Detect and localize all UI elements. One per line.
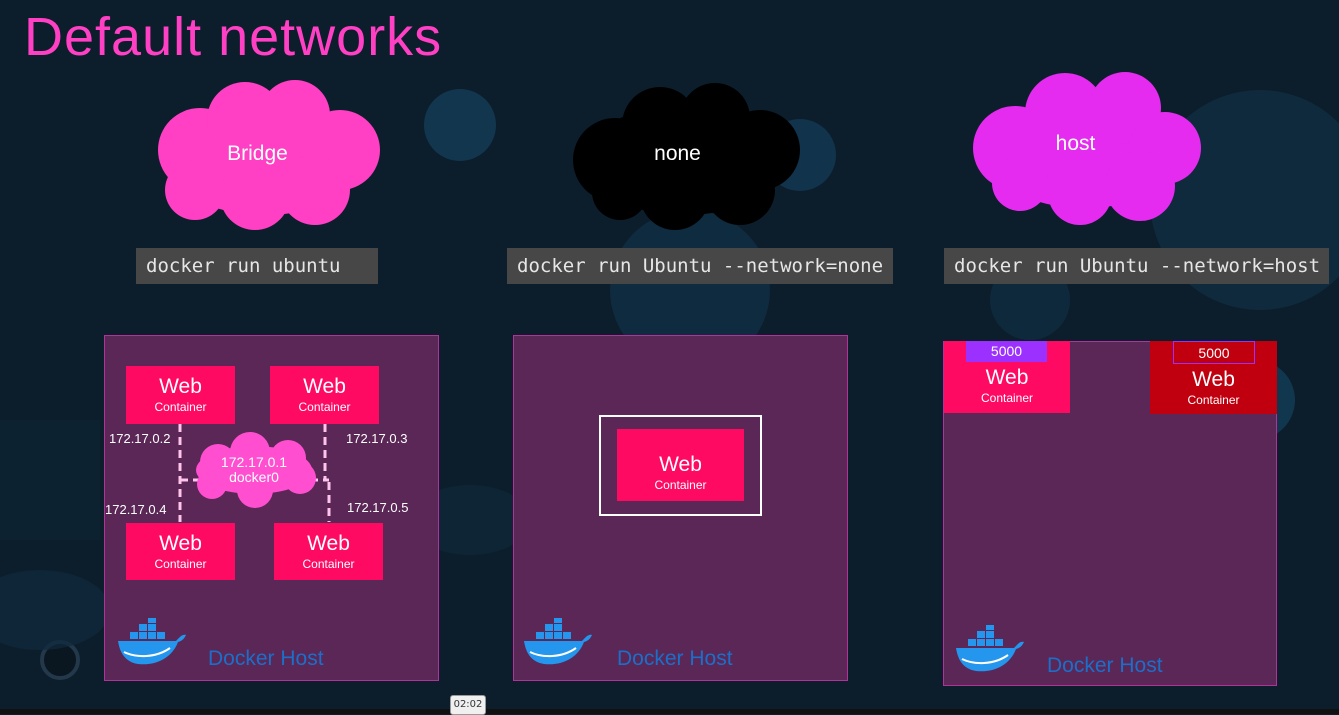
none-host-label: Docker Host: [617, 647, 733, 670]
container-title: Web: [985, 366, 1029, 389]
container-title: Web: [307, 532, 350, 555]
host-command: docker run Ubuntu --network=host: [944, 248, 1329, 284]
host-network-label: host: [1055, 132, 1096, 155]
docker0-bridge: 172.17.0.1 docker0: [214, 455, 294, 485]
container-subtitle: Container: [1187, 393, 1240, 407]
container-subtitle: Container: [154, 400, 207, 414]
bridge-cloud-icon: [158, 80, 380, 230]
docker-whale-icon: [956, 625, 1024, 672]
ip-label-container-3: 172.17.0.4: [105, 502, 167, 517]
none-cloud-icon: [573, 83, 800, 230]
none-docker-host: [513, 335, 848, 681]
bridge-web-container-2: Web Container: [270, 366, 379, 424]
container-title: Web: [1192, 368, 1235, 391]
bridge-host-label: Docker Host: [208, 647, 324, 670]
bridge-command: docker run ubuntu: [136, 248, 378, 284]
bridge-web-container-3: Web Container: [126, 523, 235, 580]
container-subtitle: Container: [654, 478, 707, 492]
video-timestamp: 02:02: [450, 695, 486, 715]
none-web-container: Web Container: [617, 429, 744, 501]
docker-whale-icon: [524, 618, 592, 665]
container-subtitle: Container: [154, 557, 207, 571]
none-command: docker run Ubuntu --network=none: [507, 248, 893, 284]
host-host-label: Docker Host: [1047, 654, 1163, 677]
none-network-label: none: [654, 142, 701, 165]
host-cloud-icon: [973, 72, 1201, 225]
video-progress-bar[interactable]: [0, 709, 1339, 714]
bridge-network-label: Bridge: [227, 142, 288, 165]
ip-label-container-1: 172.17.0.2: [109, 431, 171, 446]
container-title: Web: [159, 375, 202, 398]
container-title: Web: [659, 453, 702, 476]
container-title: Web: [303, 375, 346, 398]
ip-label-container-2: 172.17.0.3: [346, 431, 408, 446]
slide-title: Default networks: [24, 7, 443, 67]
container-subtitle: Container: [302, 557, 355, 571]
container-subtitle: Container: [980, 391, 1034, 405]
bridge-web-container-4: Web Container: [274, 523, 383, 580]
bridge-name: docker0: [229, 469, 279, 485]
docker-whale-icon: [118, 618, 186, 665]
host-web-container-2: Web Container: [1150, 341, 1277, 414]
ip-label-container-4: 172.17.0.5: [347, 500, 409, 515]
bridge-ip: 172.17.0.1: [220, 454, 288, 470]
container-title: Web: [159, 532, 202, 555]
isolated-container-frame: [599, 415, 762, 516]
port-badge-1: 5000: [966, 341, 1047, 362]
container-subtitle: Container: [298, 400, 351, 414]
bridge-web-container-1: Web Container: [126, 366, 235, 424]
port-badge-2: 5000: [1173, 341, 1255, 364]
